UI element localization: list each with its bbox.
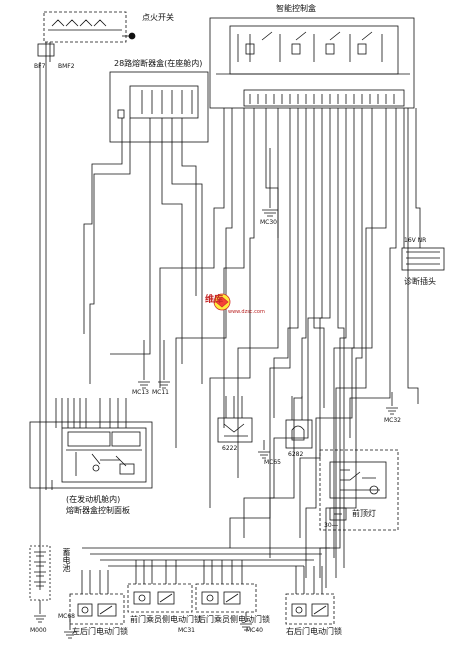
code-mc32: MC32: [384, 417, 402, 424]
component-6282: [285, 396, 313, 449]
code-mc40: MC40: [246, 627, 264, 634]
rear-passenger-door-lock-label: 后门乘员侧电动门锁: [198, 615, 270, 624]
code-mc13: MC13: [132, 389, 150, 396]
component-6222: [217, 396, 253, 443]
fuse-box-harness: [83, 144, 203, 384]
watermark-brand: 维库: [205, 295, 224, 305]
right-rear-door-lock-label: 右后门电动门锁: [286, 627, 342, 636]
engine-fuse-panel-label-2: 熔断器盒控制面板: [66, 506, 130, 515]
rear-left-door-lock-label: 左后门电动门锁: [72, 627, 128, 636]
code-mc31: MC31: [178, 627, 196, 634]
code-bmf2: BMF2: [58, 63, 75, 70]
code-16v-nr: 16V NR: [404, 237, 427, 244]
ceiling-light-label: 前顶灯: [352, 509, 376, 518]
code-6222: 6222: [222, 445, 238, 452]
smart-box-harness: [159, 148, 397, 588]
bottom-bus: [82, 547, 330, 567]
diagnostic-connector: [401, 108, 445, 404]
door-lock-rear-passenger: [195, 560, 257, 631]
battery: [29, 545, 51, 623]
ground-mc30: [262, 148, 278, 217]
smart-control-box: [209, 17, 415, 109]
engine-fuse-panel: [29, 398, 153, 490]
watermark-emblem: [213, 293, 231, 311]
code-30: 30---: [324, 522, 339, 529]
ground-mc65: [258, 440, 270, 459]
grounds-mc13-mc11: [138, 340, 170, 389]
ignition-switch-block: [37, 11, 136, 590]
watermark-url: www.dzsc.com: [228, 309, 265, 315]
smart-box-pins: [223, 108, 397, 148]
door-lock-front-passenger: [127, 560, 193, 613]
fuse-box-28-label: 28路熔断器盒(在座舱内): [114, 59, 203, 68]
smart-control-box-label: 智能控制盒: [276, 4, 316, 13]
battery-label: 蓄电池: [62, 548, 71, 572]
code-mc30: MC30: [260, 219, 278, 226]
fuse-box-28: [109, 71, 209, 144]
diagnostic-connector-label: 诊断插头: [404, 277, 436, 286]
code-mc11: MC11: [152, 389, 170, 396]
code-bf7: BF7: [34, 63, 46, 70]
ignition-switch-label: 点火开关: [142, 13, 174, 22]
ground-mc32: [386, 392, 398, 415]
ceiling-light-module: [319, 449, 399, 531]
code-6282: 6282: [288, 451, 304, 458]
door-lock-rear-left: [64, 570, 125, 639]
door-lock-right-rear: [285, 566, 335, 625]
code-mc65: MC65: [264, 459, 282, 466]
code-mc68: MC68: [58, 613, 76, 620]
front-passenger-door-lock-label: 前门乘员侧电动门锁: [130, 615, 202, 624]
code-m000: M000: [30, 627, 47, 634]
engine-fuse-panel-label-1: (在发动机舱内): [66, 495, 121, 504]
